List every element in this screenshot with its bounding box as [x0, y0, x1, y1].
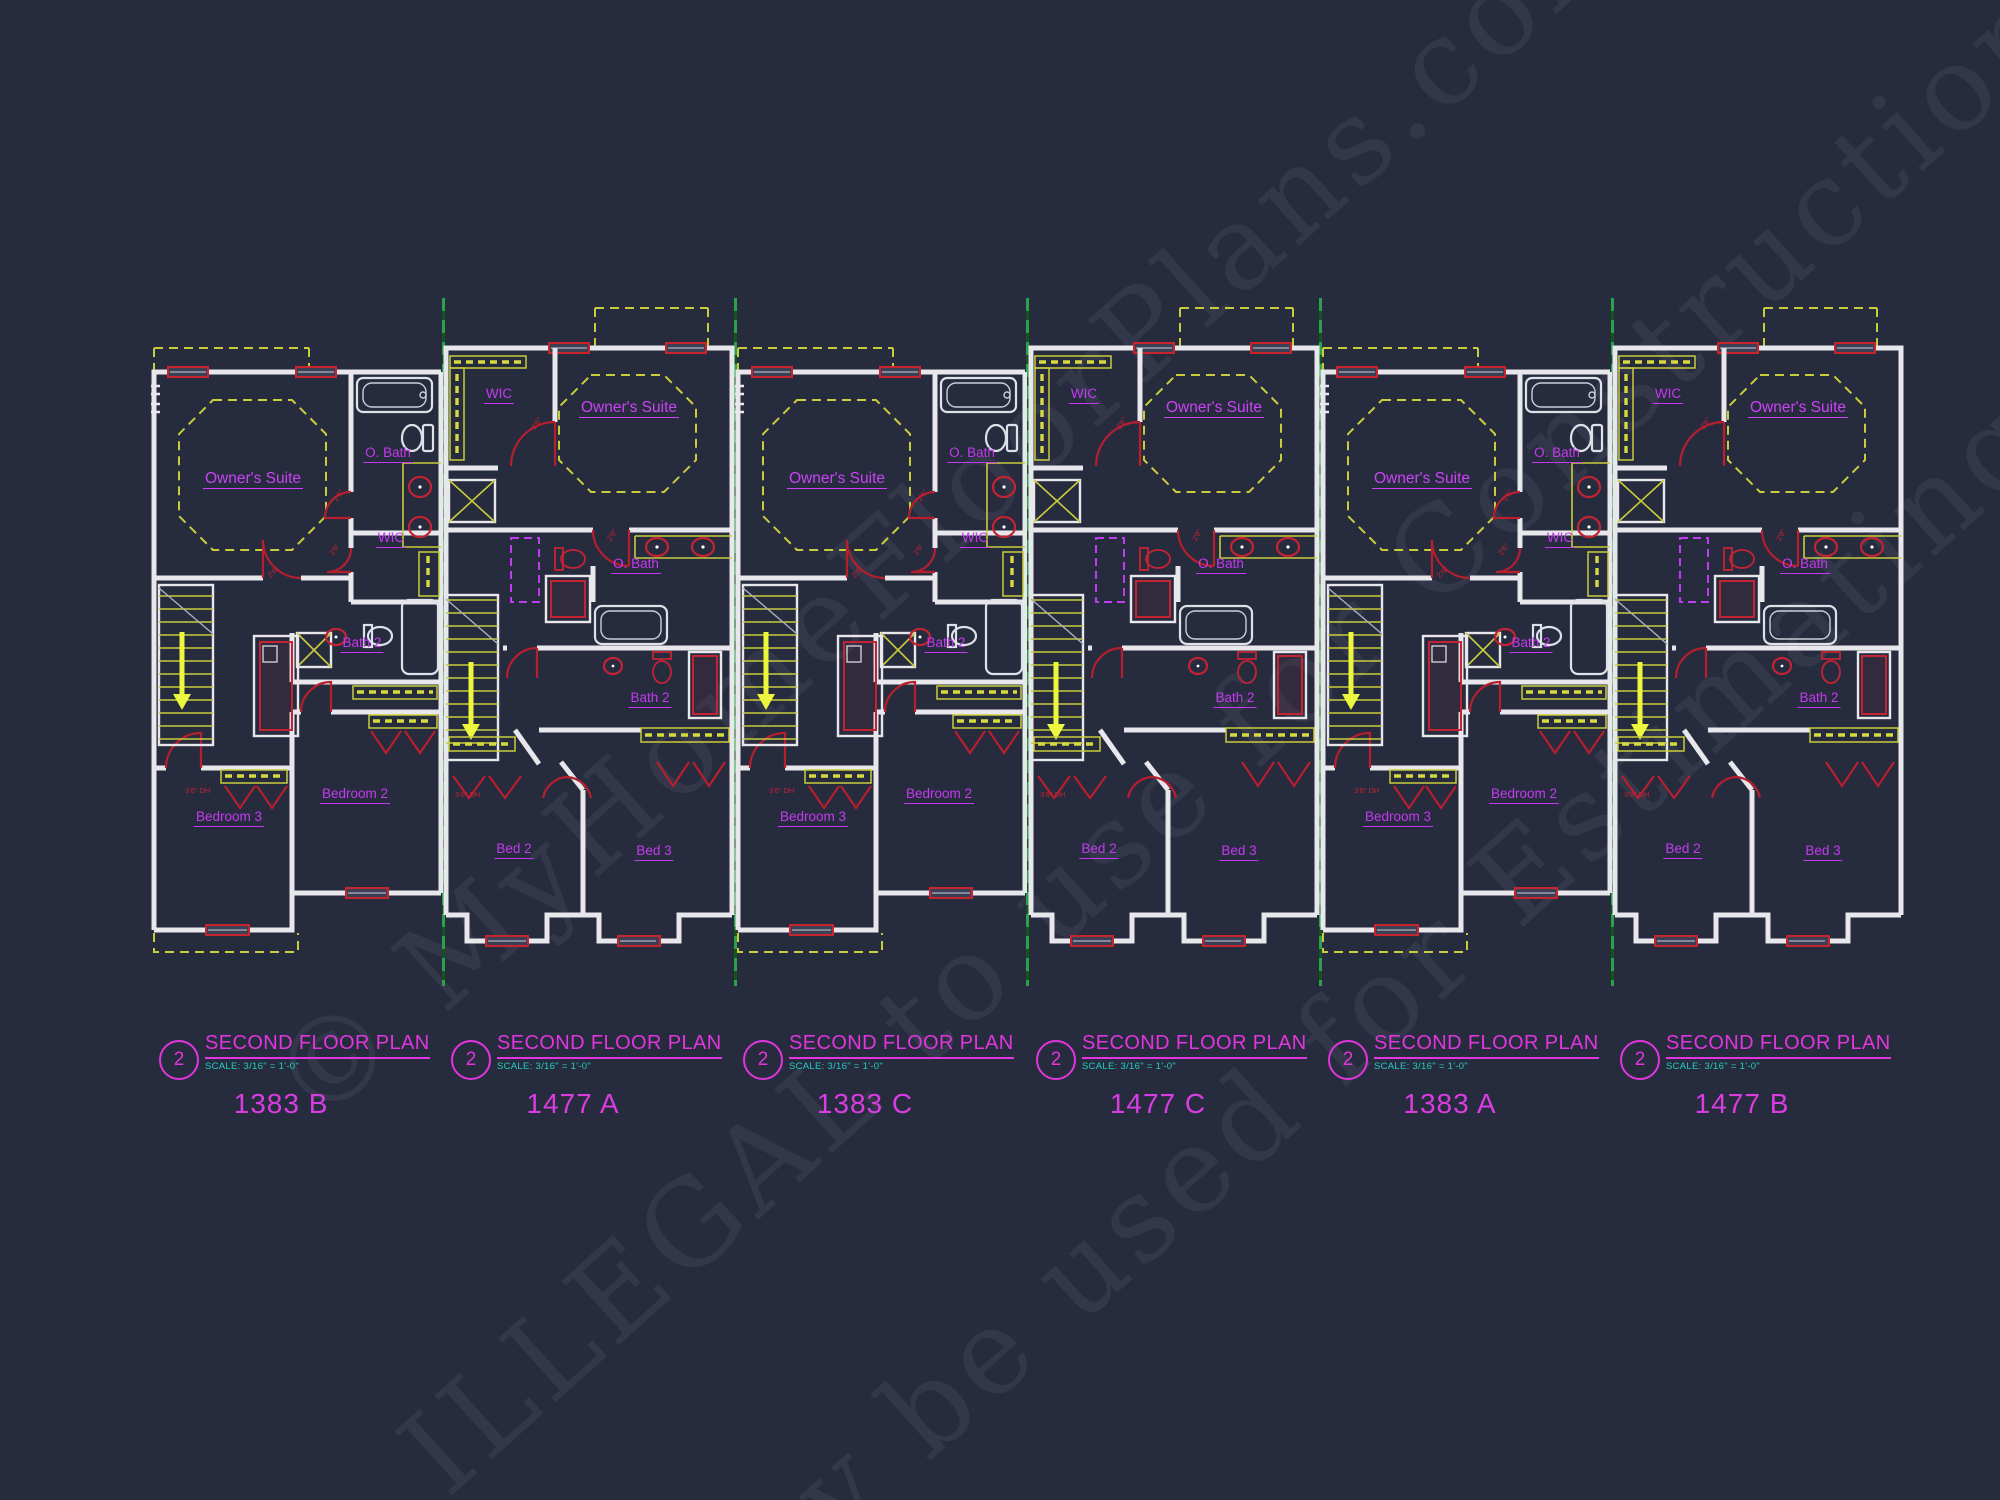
room-label-bath2: Bath 2 — [628, 690, 672, 708]
room-label-bedroom3: Bedroom 3 — [777, 809, 849, 827]
floorplan-unit-1477-a: WIC Owner's Suite O. Bath Bath 2 Bed 2 B… — [443, 300, 735, 990]
room-label-bath2: Bath 2 — [340, 635, 384, 653]
plan-number: 1477 C — [1109, 1088, 1207, 1119]
detail-number-bubble: 2 — [1620, 1040, 1660, 1080]
detail-number-bubble: 2 — [159, 1040, 199, 1080]
title-block: 2 SECOND FLOOR PLAN SCALE: 3/16" = 1'-0"… — [443, 1032, 735, 1132]
window-dimension: 3'6" DH — [1624, 790, 1650, 799]
room-label-wic: WIC — [483, 386, 515, 404]
title-block: 2 SECOND FLOOR PLAN SCALE: 3/16" = 1'-0"… — [735, 1032, 1027, 1132]
room-label-bed3: Bed 3 — [1803, 843, 1843, 861]
room-label-o-bath: O. Bath — [947, 445, 997, 463]
room-label-bath2: Bath 2 — [924, 635, 968, 653]
lot-line — [1026, 298, 1029, 986]
room-label-bedroom2: Bedroom 2 — [319, 786, 391, 804]
room-label-wic: WIC — [375, 530, 407, 548]
room-label-owners-suite: Owner's Suite — [1748, 399, 1848, 419]
plan-scale: SCALE: 3/16" = 1'-0" — [205, 1061, 300, 1072]
plan-title: SECOND FLOOR PLAN — [1374, 1032, 1599, 1059]
detail-number: 2 — [1050, 1049, 1062, 1070]
plan-number: 1383 B — [233, 1088, 329, 1119]
title-block: 2 SECOND FLOOR PLAN SCALE: 3/16" = 1'-0"… — [1320, 1032, 1612, 1132]
floorplan-unit-1477-b: WIC Owner's Suite O. Bath Bath 2 Bed 2 B… — [1612, 300, 1904, 990]
plan-title: SECOND FLOOR PLAN — [789, 1032, 1014, 1059]
room-label-bed3: Bed 3 — [634, 843, 674, 861]
detail-number-bubble: 2 — [1328, 1040, 1368, 1080]
plan-scale: SCALE: 3/16" = 1'-0" — [1374, 1061, 1469, 1072]
room-label-wic: WIC — [1544, 530, 1576, 548]
plan-scale: SCALE: 3/16" = 1'-0" — [497, 1061, 592, 1072]
floorplan-unit-1383-c: Owner's Suite O. Bath WIC Bath 2 Bedroom… — [735, 300, 1027, 990]
plan-scale: SCALE: 3/16" = 1'-0" — [1666, 1061, 1761, 1072]
room-label-bedroom3: Bedroom 3 — [1362, 809, 1434, 827]
room-label-owners-suite: Owner's Suite — [1372, 470, 1472, 490]
plan-number: 1383 A — [1403, 1088, 1497, 1119]
room-label-wic: WIC — [959, 530, 991, 548]
title-block: 2 SECOND FLOOR PLAN SCALE: 3/16" = 1'-0"… — [151, 1032, 443, 1132]
room-label-bedroom2: Bedroom 2 — [903, 786, 975, 804]
floorplan-unit-1383-b: Owner's Suite O. Bath WIC Bath 2 Bedroom… — [151, 300, 443, 990]
plan-number: 1477 B — [1694, 1088, 1790, 1119]
room-label-o-bath: O. Bath — [363, 445, 413, 463]
room-label-bath2: Bath 2 — [1213, 690, 1257, 708]
window-dimension: 3'6" DH — [455, 790, 481, 799]
room-label-o-bath: O. Bath — [1780, 556, 1830, 574]
floorplan-drawing — [151, 300, 443, 990]
plan-scale: SCALE: 3/16" = 1'-0" — [1082, 1061, 1177, 1072]
room-label-owners-suite: Owner's Suite — [1164, 399, 1264, 419]
room-label-bedroom3: Bedroom 3 — [193, 809, 265, 827]
detail-number-bubble: 2 — [1036, 1040, 1076, 1080]
window-dimension: 3'6" DH — [1354, 786, 1380, 795]
floorplan-unit-1383-a: Owner's Suite O. Bath WIC Bath 2 Bedroom… — [1320, 300, 1612, 990]
plan-title: SECOND FLOOR PLAN — [205, 1032, 430, 1059]
room-label-o-bath: O. Bath — [1532, 445, 1582, 463]
room-label-bed2: Bed 2 — [494, 841, 534, 859]
room-label-o-bath: O. Bath — [1196, 556, 1246, 574]
plan-title: SECOND FLOOR PLAN — [1666, 1032, 1891, 1059]
detail-number-bubble: 2 — [743, 1040, 783, 1080]
window-dimension: 3'6" DH — [769, 786, 795, 795]
floorplan-unit-1477-c: WIC Owner's Suite O. Bath Bath 2 Bed 2 B… — [1028, 300, 1320, 990]
window-dimension: 3'6" DH — [185, 786, 211, 795]
plan-scale: SCALE: 3/16" = 1'-0" — [789, 1061, 884, 1072]
room-label-bed2: Bed 2 — [1079, 841, 1119, 859]
detail-number: 2 — [1634, 1049, 1646, 1070]
title-block: 2 SECOND FLOOR PLAN SCALE: 3/16" = 1'-0"… — [1028, 1032, 1320, 1132]
room-label-bath2: Bath 2 — [1797, 690, 1841, 708]
floorplan-drawing — [1320, 300, 1612, 990]
room-label-owners-suite: Owner's Suite — [579, 399, 679, 419]
detail-number: 2 — [1342, 1049, 1354, 1070]
title-block: 2 SECOND FLOOR PLAN SCALE: 3/16" = 1'-0"… — [1612, 1032, 1904, 1132]
room-label-bed2: Bed 2 — [1663, 841, 1703, 859]
detail-number: 2 — [465, 1049, 477, 1070]
plan-title: SECOND FLOOR PLAN — [497, 1032, 722, 1059]
plan-title: SECOND FLOOR PLAN — [1082, 1032, 1307, 1059]
floorplan-drawing — [735, 300, 1027, 990]
room-label-wic: WIC — [1068, 386, 1100, 404]
detail-number: 2 — [757, 1049, 769, 1070]
room-label-bath2: Bath 2 — [1509, 635, 1553, 653]
room-label-o-bath: O. Bath — [611, 556, 661, 574]
room-label-wic: WIC — [1652, 386, 1684, 404]
detail-number-bubble: 2 — [451, 1040, 491, 1080]
plan-number: 1383 C — [816, 1088, 914, 1119]
room-label-owners-suite: Owner's Suite — [787, 470, 887, 490]
detail-number: 2 — [173, 1049, 185, 1070]
room-label-bedroom2: Bedroom 2 — [1488, 786, 1560, 804]
room-label-owners-suite: Owner's Suite — [203, 470, 303, 490]
plan-number: 1477 A — [526, 1088, 620, 1119]
window-dimension: 3'6" DH — [1040, 790, 1066, 799]
room-label-bed3: Bed 3 — [1219, 843, 1259, 861]
